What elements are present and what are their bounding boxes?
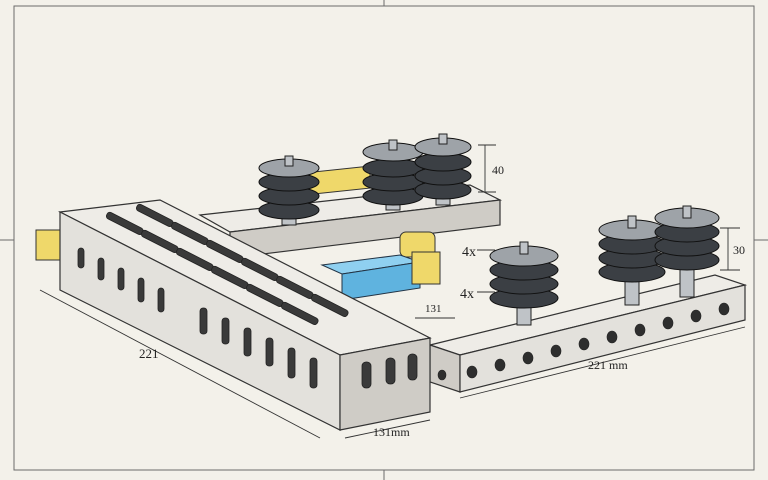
- dim-height-right-label: 30: [733, 243, 745, 257]
- right-rail-holes: [437, 302, 730, 381]
- roller-stack-2: [362, 139, 424, 211]
- beam-side-slots: [77, 247, 318, 389]
- dim-left-length-label: 221: [139, 346, 159, 361]
- dimension-labels: 40 30 4x 4x 131 221 131mm 221 mm: [139, 163, 745, 439]
- roller-stack-5: [598, 215, 666, 306]
- count-a-label: 4x: [462, 245, 476, 260]
- beam-top-slots: [105, 203, 349, 326]
- dim-bottom-width-label: 131mm: [373, 425, 410, 439]
- left-perforated-beam: [35, 199, 432, 431]
- right-rail: [427, 274, 748, 393]
- dim-right-length-label: 221 mm: [588, 358, 628, 372]
- roller-stack-3: [414, 133, 472, 206]
- beam-end-slots: [361, 353, 418, 389]
- roller-stack-1: [258, 155, 320, 226]
- dimension-lines: [39, 144, 746, 439]
- count-b-label: 4x: [460, 287, 474, 302]
- roller-stack-4: [489, 241, 559, 326]
- dim-mid-label: 131: [425, 303, 442, 315]
- roller-stack-6: [654, 205, 720, 298]
- dim-height-top-label: 40: [492, 163, 504, 177]
- blue-actuator: [320, 251, 441, 301]
- roller-stacks: [258, 133, 720, 326]
